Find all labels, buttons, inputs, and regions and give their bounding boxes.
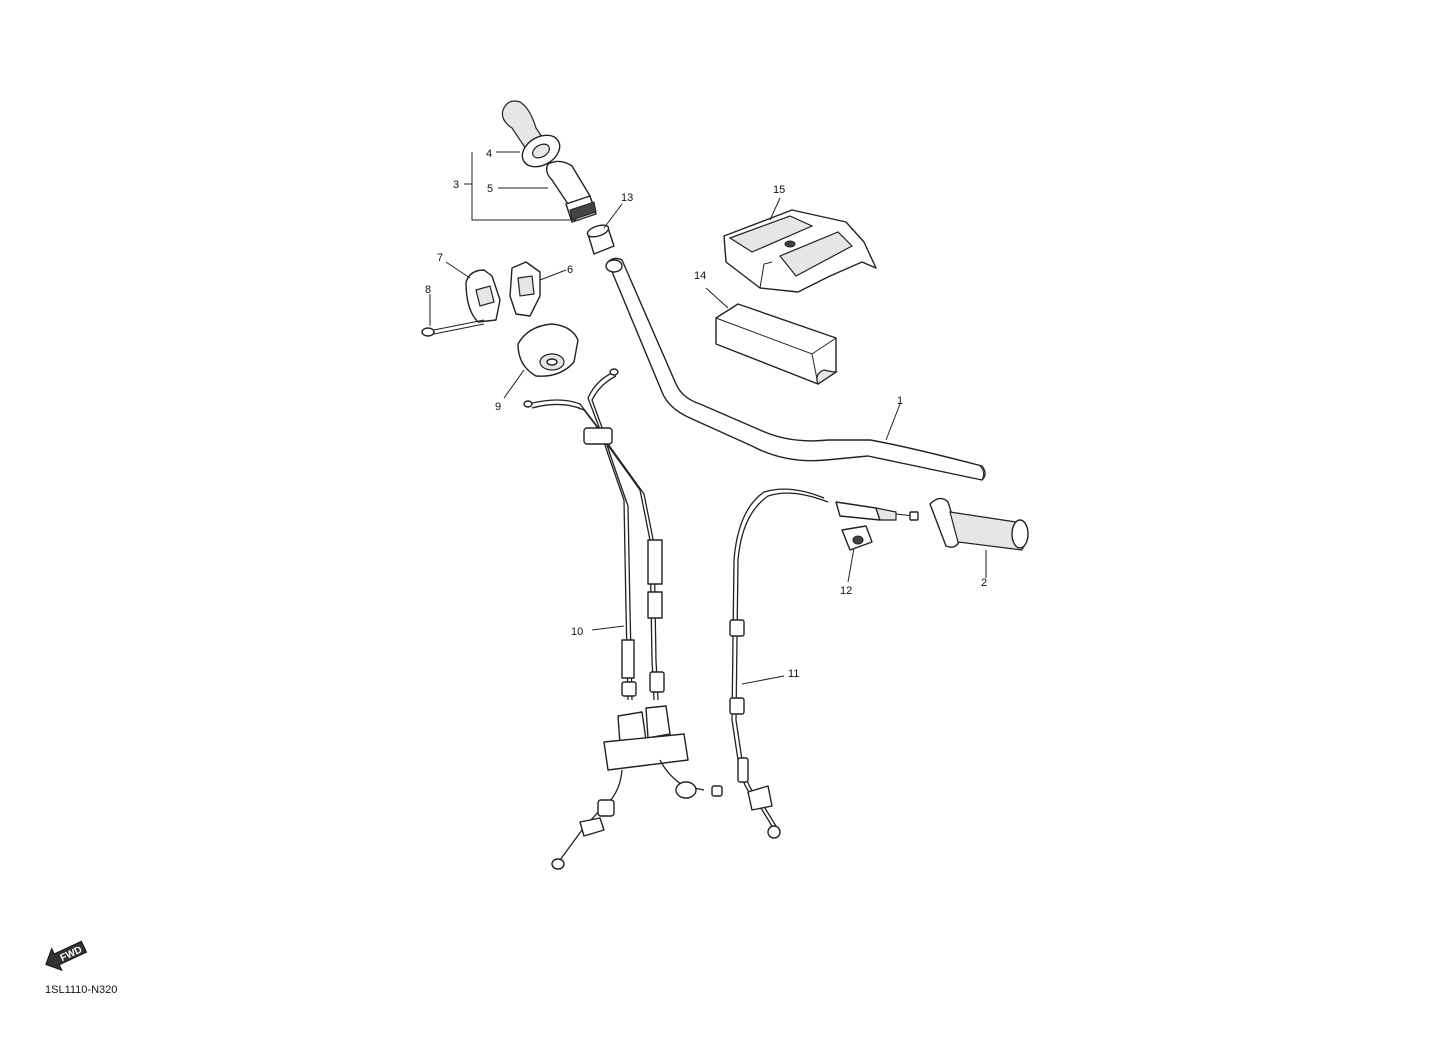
handlebar xyxy=(605,257,986,481)
callout-1: 1 xyxy=(897,395,903,407)
bar-pad xyxy=(715,303,838,385)
callout-labels: 1 2 3 4 5 6 7 8 9 10 11 12 13 14 15 xyxy=(425,148,987,680)
right-grip xyxy=(929,497,1029,551)
screw xyxy=(421,319,485,337)
throttle-cables xyxy=(523,368,723,870)
callout-6: 6 xyxy=(567,264,573,276)
callout-2: 2 xyxy=(981,577,987,589)
callout-11: 11 xyxy=(788,668,799,680)
callout-9: 9 xyxy=(495,401,501,413)
leader-lines xyxy=(429,151,987,685)
callout-3: 3 xyxy=(453,179,459,191)
callout-14: 14 xyxy=(694,270,706,282)
callout-12: 12 xyxy=(840,585,852,597)
left-grip xyxy=(501,100,597,223)
callout-7: 7 xyxy=(437,252,443,264)
throttle-housing xyxy=(517,323,579,377)
throttle-holder xyxy=(465,261,541,323)
bar-cover xyxy=(723,209,877,293)
grip-sleeve xyxy=(586,224,615,255)
fwd-label: FWD xyxy=(59,944,84,964)
callout-5: 5 xyxy=(487,183,493,195)
callout-8: 8 xyxy=(425,284,431,296)
callout-10: 10 xyxy=(571,626,583,638)
lever-12 xyxy=(835,501,919,551)
cable-11 xyxy=(729,488,829,839)
fwd-arrow-icon: FWD xyxy=(45,940,88,972)
callout-13: 13 xyxy=(621,192,633,204)
drawing-code: 1SL1110-N320 xyxy=(45,984,117,996)
callout-15: 15 xyxy=(773,184,785,196)
callout-4: 4 xyxy=(486,148,492,160)
